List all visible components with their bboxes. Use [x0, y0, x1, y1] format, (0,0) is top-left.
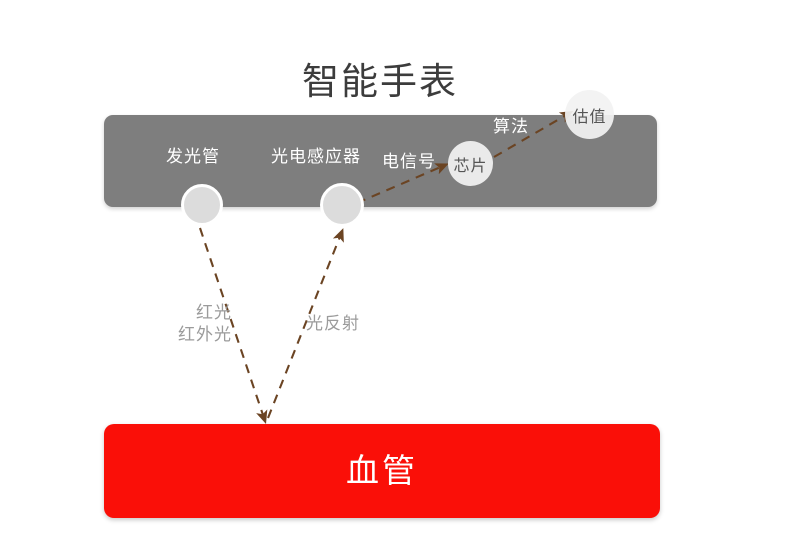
infrared-light-label: 红外光: [178, 325, 232, 344]
light-reflection-label: 光反射: [306, 314, 360, 333]
led-label: 发光管: [166, 147, 220, 166]
blood-vessel-block: 血管: [104, 424, 660, 518]
electrical-signal-label: 电信号: [382, 152, 436, 171]
red-light-label: 红光: [196, 303, 232, 322]
blood-vessel-label: 血管: [346, 452, 418, 489]
page-title: 智能手表: [302, 61, 458, 102]
chip-node: 芯片: [448, 141, 493, 186]
photo-sensor-label: 光电感应器: [271, 147, 361, 166]
algorithm-label: 算法: [493, 117, 529, 136]
led-emitter-icon: [181, 184, 223, 226]
photo-sensor-icon: [320, 183, 364, 227]
emitted-light-annotation: 红光 红外光: [168, 302, 232, 346]
estimate-node: 估值: [565, 90, 614, 139]
